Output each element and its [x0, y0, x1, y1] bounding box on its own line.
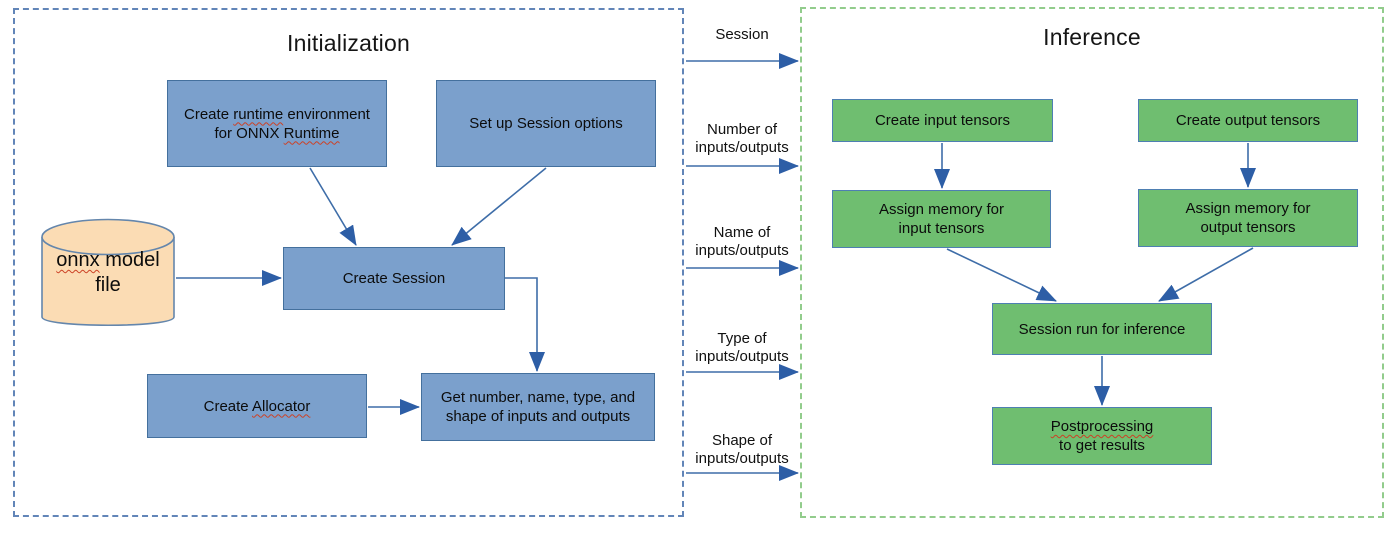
cylinder-shape	[41, 218, 175, 327]
flow-label-type: Type of inputs/outputs	[695, 330, 789, 365]
node-onnx-model-file: onnx model file	[40, 218, 176, 337]
flow-label-shape: Shape of inputs/outputs	[695, 432, 789, 467]
node-create-session: Create Session	[283, 247, 505, 310]
node-setup-session-options: Set up Session options	[436, 80, 656, 167]
flow-label-name: Name of inputs/outputs	[695, 224, 789, 259]
initialization-title: Initialization	[287, 30, 410, 56]
node-assign-memory-output: Assign memory for output tensors	[1138, 189, 1358, 247]
node-postprocessing: Postprocessing to get results	[992, 407, 1212, 465]
node-assign-memory-input: Assign memory for input tensors	[832, 190, 1051, 248]
node-create-runtime-environment: Create runtime environment for ONNX Runt…	[167, 80, 387, 167]
node-session-run: Session run for inference	[992, 303, 1212, 355]
inference-title: Inference	[1043, 24, 1141, 50]
inference-region: Inference	[800, 7, 1384, 518]
node-create-allocator: Create Allocator	[147, 374, 367, 438]
flow-label-number: Number of inputs/outputs	[695, 121, 789, 156]
node-create-input-tensors: Create input tensors	[832, 99, 1053, 142]
initialization-region: Initialization	[13, 8, 684, 517]
node-get-io-info: Get number, name, type, and shape of inp…	[421, 373, 655, 441]
flow-label-session: Session	[715, 26, 769, 43]
node-create-output-tensors: Create output tensors	[1138, 99, 1358, 142]
